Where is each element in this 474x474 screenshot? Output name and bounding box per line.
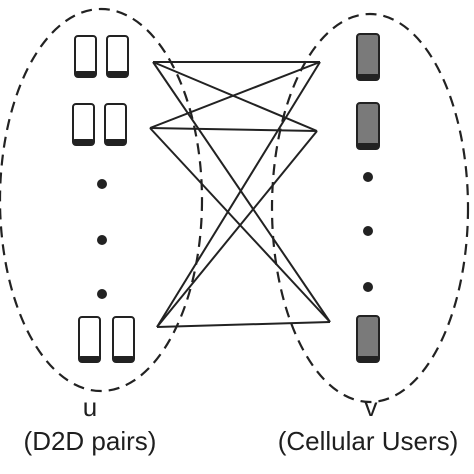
- smartphone-filled-icon: [356, 33, 380, 81]
- d2d-pair-1: [74, 35, 129, 78]
- edge-u1-vN: [152, 61, 331, 323]
- cellular-set-symbol: v: [364, 392, 378, 422]
- ellipsis-dot: [97, 289, 107, 299]
- d2d-set-caption: (D2D pairs): [23, 426, 157, 456]
- edge-uN-v1: [156, 61, 321, 328]
- d2d-set-ellipse: [0, 7, 204, 393]
- ellipsis-dot: [363, 226, 373, 236]
- edge-uN-v2: [156, 130, 318, 328]
- d2d-set-symbol: u: [82, 392, 98, 422]
- edge-uN-vN: [156, 321, 331, 328]
- smartphone-outline-icon: [106, 35, 129, 78]
- ellipsis-dot: [97, 235, 107, 245]
- edge-u1-v2: [152, 61, 318, 132]
- smartphone-filled-icon: [356, 102, 380, 150]
- edge-group: [149, 61, 331, 328]
- ellipsis-dot: [363, 282, 373, 292]
- d2d-pair-2: [72, 103, 127, 146]
- smartphone-outline-icon: [104, 103, 127, 146]
- smartphone-outline-icon: [72, 103, 95, 146]
- cellular-set-ellipse: [270, 12, 470, 404]
- smartphone-filled-icon: [356, 315, 380, 363]
- edge-u2-v1: [149, 61, 321, 129]
- ellipsis-dot: [363, 172, 373, 182]
- smartphone-outline-icon: [74, 35, 97, 78]
- ellipsis-dot: [97, 179, 107, 189]
- d2d-pair-n: [78, 316, 135, 363]
- edge-u2-v2: [149, 127, 318, 132]
- smartphone-outline-icon: [112, 316, 135, 363]
- cellular-set-caption: (Cellular Users): [277, 426, 459, 456]
- smartphone-outline-icon: [78, 316, 101, 363]
